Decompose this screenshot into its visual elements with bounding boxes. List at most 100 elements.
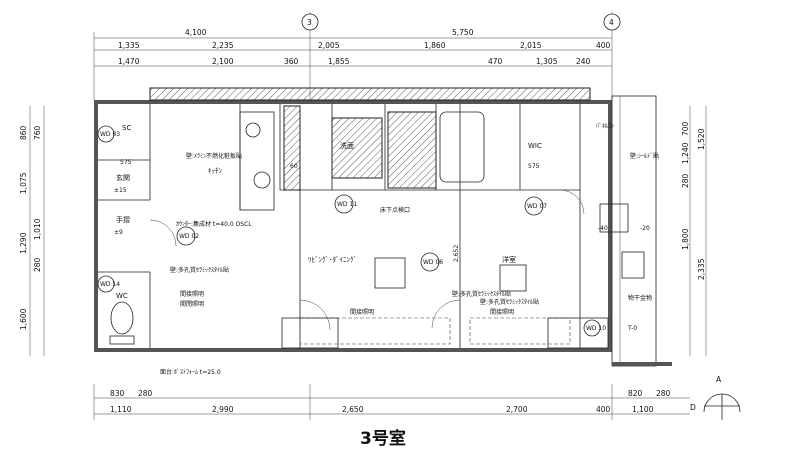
door-tag-circle-7 — [583, 319, 601, 337]
note-access: 床下点検口 — [380, 206, 410, 214]
grid-marker-4 — [603, 13, 621, 31]
room-tesuri: 手摺 — [116, 215, 130, 224]
dim-top-2: 5,750 — [452, 28, 474, 37]
right-dimensions: 700 1,240 280 1,800 2,335 1,520 — [681, 106, 707, 356]
room-sc: SC — [122, 124, 131, 132]
top-dimensions: 4,100 5,750 1,335 2,235 2,005 1,860 2,01… — [93, 12, 613, 100]
door-tag-circle-6 — [524, 196, 544, 216]
small-tag-1: 575 — [120, 159, 132, 166]
left-dimensions: 860 1,075 1,290 1,600 760 1,010 280 — [19, 106, 45, 356]
small-tag-6: -40 — [598, 225, 608, 232]
note-kanri2: 間接照明 — [350, 308, 374, 316]
note-yukadai: 面台:ﾎﾟｽﾄﾌｫｰﾑ t=25.0 — [160, 368, 221, 376]
dim-left-inner-3: 280 — [33, 257, 42, 272]
compass: A D — [690, 375, 741, 420]
plan-caption: 3号室 — [360, 428, 406, 449]
dim-bottom-r2-3: 2,650 — [342, 405, 364, 414]
compass-a: A — [716, 375, 722, 384]
dim-bottom-r2-4: 2,700 — [506, 405, 528, 414]
dim-top-r3-1: 1,470 — [118, 57, 140, 66]
dim-bottom-r2-5: 400 — [596, 405, 611, 414]
interior-walls — [98, 104, 645, 349]
annotations: 壁:ﾒﾗﾐﾝ不燃化粧板貼 ｶｳﾝﾀｰ:集成材 t=40.0 OSCL 壁:多孔質… — [160, 123, 659, 376]
dim-top-1: 4,100 — [185, 28, 207, 37]
note-panel: ﾊﾟﾈﾙｺﾝ — [596, 123, 614, 130]
dim-top-r2-5: 2,015 — [520, 41, 542, 50]
dim-top-r3-6: 1,305 — [536, 57, 558, 66]
dim-top-r2-2: 2,235 — [212, 41, 234, 50]
room-kitchen: ｷｯﾁﾝ — [208, 167, 222, 175]
dim-left-1: 860 — [19, 125, 28, 140]
dim-top-r2-3: 2,005 — [318, 41, 340, 50]
door-tag-6: WD 07 — [527, 203, 547, 210]
dim-bottom-r2-1: 1,110 — [110, 405, 132, 414]
note-wall-kitchen: 壁:ﾒﾗﾐﾝ不燃化粧板貼 — [186, 152, 242, 160]
dim-left-3: 1,290 — [19, 232, 28, 254]
note-drying: 物干金物 — [628, 294, 652, 302]
room-living: ﾘﾋﾞﾝｸﾞ･ﾀﾞｲﾆﾝｸﾞ — [308, 256, 357, 264]
bottom-dimensions: 830 280 820 280 1,110 2,990 2,650 2,700 … — [93, 384, 690, 420]
dim-right-1: 700 — [681, 121, 690, 136]
grid-marker-4-label: 4 — [609, 18, 614, 27]
dim-right-5: 2,335 — [697, 258, 706, 280]
dim-right-4: 1,800 — [681, 228, 690, 250]
door-tag-5: WD 06 — [423, 259, 443, 266]
door-tag-4: WD 11 — [337, 201, 357, 208]
small-tags: 575 575 60 ±15 ±9 -40 -20 2,652 — [114, 159, 650, 262]
dim-bottom-r1-4: 280 — [656, 389, 671, 398]
small-tag-5: ±9 — [114, 229, 123, 236]
dim-top-r3-3: 360 — [284, 57, 299, 66]
note-hall: 開閉照明 — [180, 301, 204, 308]
dim-left-inner-1: 760 — [33, 125, 42, 140]
dim-top-r3-5: 470 — [488, 57, 503, 66]
small-tag-3: 60 — [290, 163, 298, 170]
dim-top-r3-2: 2,100 — [212, 57, 234, 66]
dim-right-6: 1,520 — [697, 128, 706, 150]
dim-right-2: 1,240 — [681, 142, 690, 164]
note-kanri: 間接照明 — [180, 290, 204, 298]
dim-bottom-r1-1: 830 — [110, 389, 125, 398]
room-wic: WIC — [528, 142, 542, 150]
door-tag-1: WD 03 — [100, 131, 120, 138]
door-tag-3: WD 14 — [100, 281, 120, 288]
grid-marker-3 — [301, 13, 319, 31]
dim-bottom-r1-2: 280 — [138, 389, 153, 398]
door-tag-circle-1 — [97, 125, 115, 143]
compass-d: D — [690, 403, 696, 412]
dim-top-r2-4: 1,860 — [424, 41, 446, 50]
small-tag-8: 2,652 — [453, 245, 460, 262]
dim-top-r2-6: 400 — [596, 41, 611, 50]
dim-top-r2-1: 1,335 — [118, 41, 140, 50]
grid-markers: 3 4 — [301, 13, 621, 31]
dim-bottom-r2-6: 1,100 — [632, 405, 654, 414]
room-wc: WC — [116, 292, 128, 300]
dim-top-r3-4: 1,855 — [328, 57, 350, 66]
door-tag-circle-4 — [334, 194, 354, 214]
dim-left-inner-2: 1,010 — [33, 218, 42, 240]
dim-bottom-r2-2: 2,990 — [212, 405, 234, 414]
door-tag-circle-2 — [176, 226, 196, 246]
note-wall-hall: 壁:多孔質ｾﾗﾐｯｸｽﾀｲﾙ貼 — [170, 266, 229, 274]
room-genkan: 玄関 — [116, 173, 130, 182]
small-tag-2: 575 — [528, 163, 540, 170]
door-tags: WD 03 WD 02 WD 14 WD 11 WD 06 WD 07 WD 1… — [97, 125, 606, 337]
door-tag-circle-5 — [420, 252, 440, 272]
note-kanri3: 間接照明 — [490, 308, 514, 316]
room-kasai: 洗面 — [340, 141, 354, 150]
note-wall-bed: 壁:多孔質ｾﾗﾐｯｸｽﾀｲﾙ貼 — [480, 298, 539, 306]
dim-top-r3-7: 240 — [576, 57, 591, 66]
note-wall-right: 壁:ｼｰﾙﾄﾞ貼 — [630, 152, 659, 160]
note-counter: ｶｳﾝﾀｰ:集成材 t=40.0 OSCL — [176, 220, 252, 228]
dim-bottom-r1-3: 820 — [628, 389, 643, 398]
room-youshitsu: 洋室 — [502, 255, 516, 264]
note-t0: T-0 — [627, 325, 637, 332]
walls — [94, 87, 672, 367]
small-tag-7: -20 — [640, 225, 650, 232]
room-labels: SC 玄関 手摺 WC ｷｯﾁﾝ ﾘﾋﾞﾝｸﾞ･ﾀﾞｲﾆﾝｸﾞ 洋室 WIC 洗… — [116, 124, 542, 300]
small-tag-4: ±15 — [114, 187, 127, 194]
door-tag-7: WD 10 — [586, 325, 606, 332]
door-tag-2: WD 02 — [179, 233, 199, 240]
grid-marker-3-label: 3 — [307, 18, 312, 27]
dim-left-4: 1,600 — [19, 308, 28, 330]
